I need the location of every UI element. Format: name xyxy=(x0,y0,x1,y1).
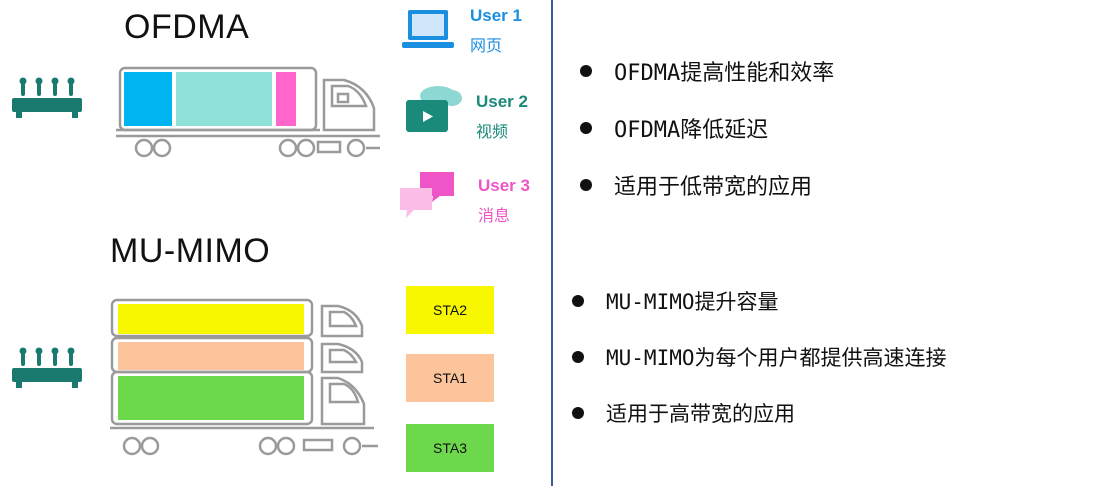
bullet-dot xyxy=(580,178,592,191)
station-sta3: STA3 xyxy=(406,424,494,472)
user3-name: User 3 xyxy=(478,176,530,195)
user2-label: 视频 xyxy=(476,124,509,141)
list-item: MU-MIMO提升容量 xyxy=(572,286,947,315)
divider-line xyxy=(551,0,553,486)
station-sta1: STA1 xyxy=(406,354,494,402)
cargo-user3 xyxy=(276,72,296,126)
video-cloud-icon xyxy=(406,86,462,132)
user2-name: User 2 xyxy=(476,92,528,111)
list-item: 适用于低带宽的应用 xyxy=(580,170,834,200)
list-item: OFDMA提高性能和效率 xyxy=(580,56,834,86)
list-item: OFDMA降低延迟 xyxy=(580,113,834,143)
ofdma-heading: OFDMA xyxy=(124,8,250,46)
mumimo-trucks xyxy=(110,298,378,456)
router-icon xyxy=(12,347,82,388)
cargo-sta1 xyxy=(118,342,304,370)
user3-label: 消息 xyxy=(478,208,511,225)
cargo-sta3 xyxy=(118,376,304,420)
laptop-icon xyxy=(402,10,454,48)
user1-name: User 1 xyxy=(470,6,522,25)
ofdma-bullets: OFDMA提高性能和效率 OFDMA降低延迟 适用于低带宽的应用 xyxy=(580,56,834,227)
cargo-user2 xyxy=(176,72,272,126)
list-item: 适用于高带宽的应用 xyxy=(572,398,947,427)
user1-label: 网页 xyxy=(470,38,503,55)
cargo-sta2 xyxy=(118,304,304,334)
ofdma-truck xyxy=(116,66,380,158)
bullet-dot xyxy=(572,406,584,419)
cargo-user1 xyxy=(124,72,172,126)
mumimo-heading: MU-MIMO xyxy=(110,232,271,270)
station-sta2: STA2 xyxy=(406,286,494,334)
list-item: MU-MIMO为每个用户都提供高速连接 xyxy=(572,342,947,371)
bullet-dot xyxy=(580,121,592,134)
bullet-dot xyxy=(580,64,592,77)
mumimo-bullets: MU-MIMO提升容量 MU-MIMO为每个用户都提供高速连接 适用于高带宽的应… xyxy=(572,286,947,454)
router-icon xyxy=(12,77,82,118)
bullet-dot xyxy=(572,294,584,307)
bullet-dot xyxy=(572,350,584,363)
chat-bubbles-icon xyxy=(400,172,454,218)
